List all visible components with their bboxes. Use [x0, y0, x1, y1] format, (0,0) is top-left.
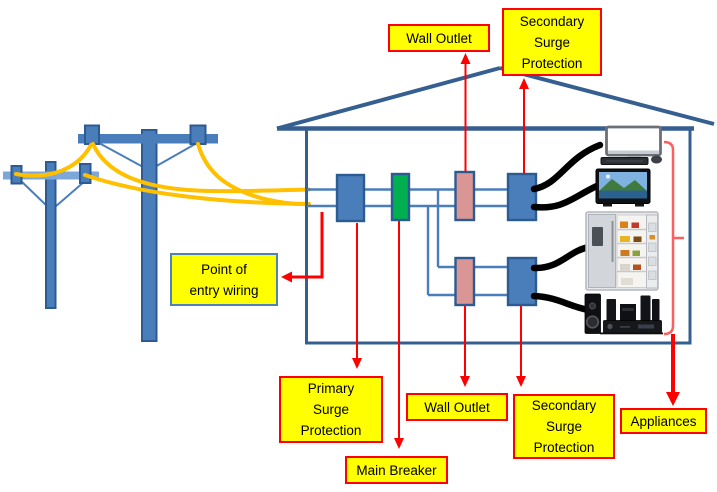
wall-outlet-box-bottom	[454, 256, 476, 307]
point-of-entry-arrow	[281, 212, 324, 283]
appliances-bracket	[663, 140, 684, 336]
appliance-cables	[530, 141, 604, 314]
label-wall-outlet-bottom: Wall Outlet	[406, 393, 508, 421]
label-point-of-entry: Point of entry wiring	[170, 253, 278, 306]
power-wires	[14, 142, 311, 207]
wall-outlet-box-top	[454, 170, 476, 222]
utility-pole-small-icon	[3, 161, 99, 309]
wall-outlet-top-arrow	[460, 53, 471, 172]
wall-outlet-bottom-arrow	[460, 306, 470, 387]
label-appliances: Appliances	[620, 408, 707, 434]
label-secondary-surge-bottom: Secondary Surge Protection	[513, 394, 615, 459]
desktop-computer-image	[600, 125, 662, 165]
secondary-top-arrow	[519, 78, 529, 174]
secondary-bottom-arrow	[516, 306, 526, 387]
home-theater-image	[584, 293, 663, 335]
main-breaker-box	[390, 172, 411, 222]
utility-pole-large-icon	[78, 124, 218, 342]
main-breaker-arrow	[394, 221, 404, 449]
primary-surge-arrow	[352, 223, 362, 369]
label-primary-surge: Primary Surge Protection	[279, 376, 383, 443]
label-wall-outlet-top: Wall Outlet	[388, 24, 490, 52]
appliances-arrow	[666, 334, 680, 406]
secondary-surge-box-top	[506, 172, 538, 222]
refrigerator-image	[585, 211, 659, 291]
label-main-breaker: Main Breaker	[345, 456, 448, 484]
secondary-surge-box-bottom	[506, 256, 538, 307]
label-secondary-surge-top: Secondary Surge Protection	[502, 8, 602, 76]
service-entrance-box	[335, 173, 366, 223]
tv-image	[595, 168, 651, 207]
annotation-arrows	[281, 53, 680, 449]
